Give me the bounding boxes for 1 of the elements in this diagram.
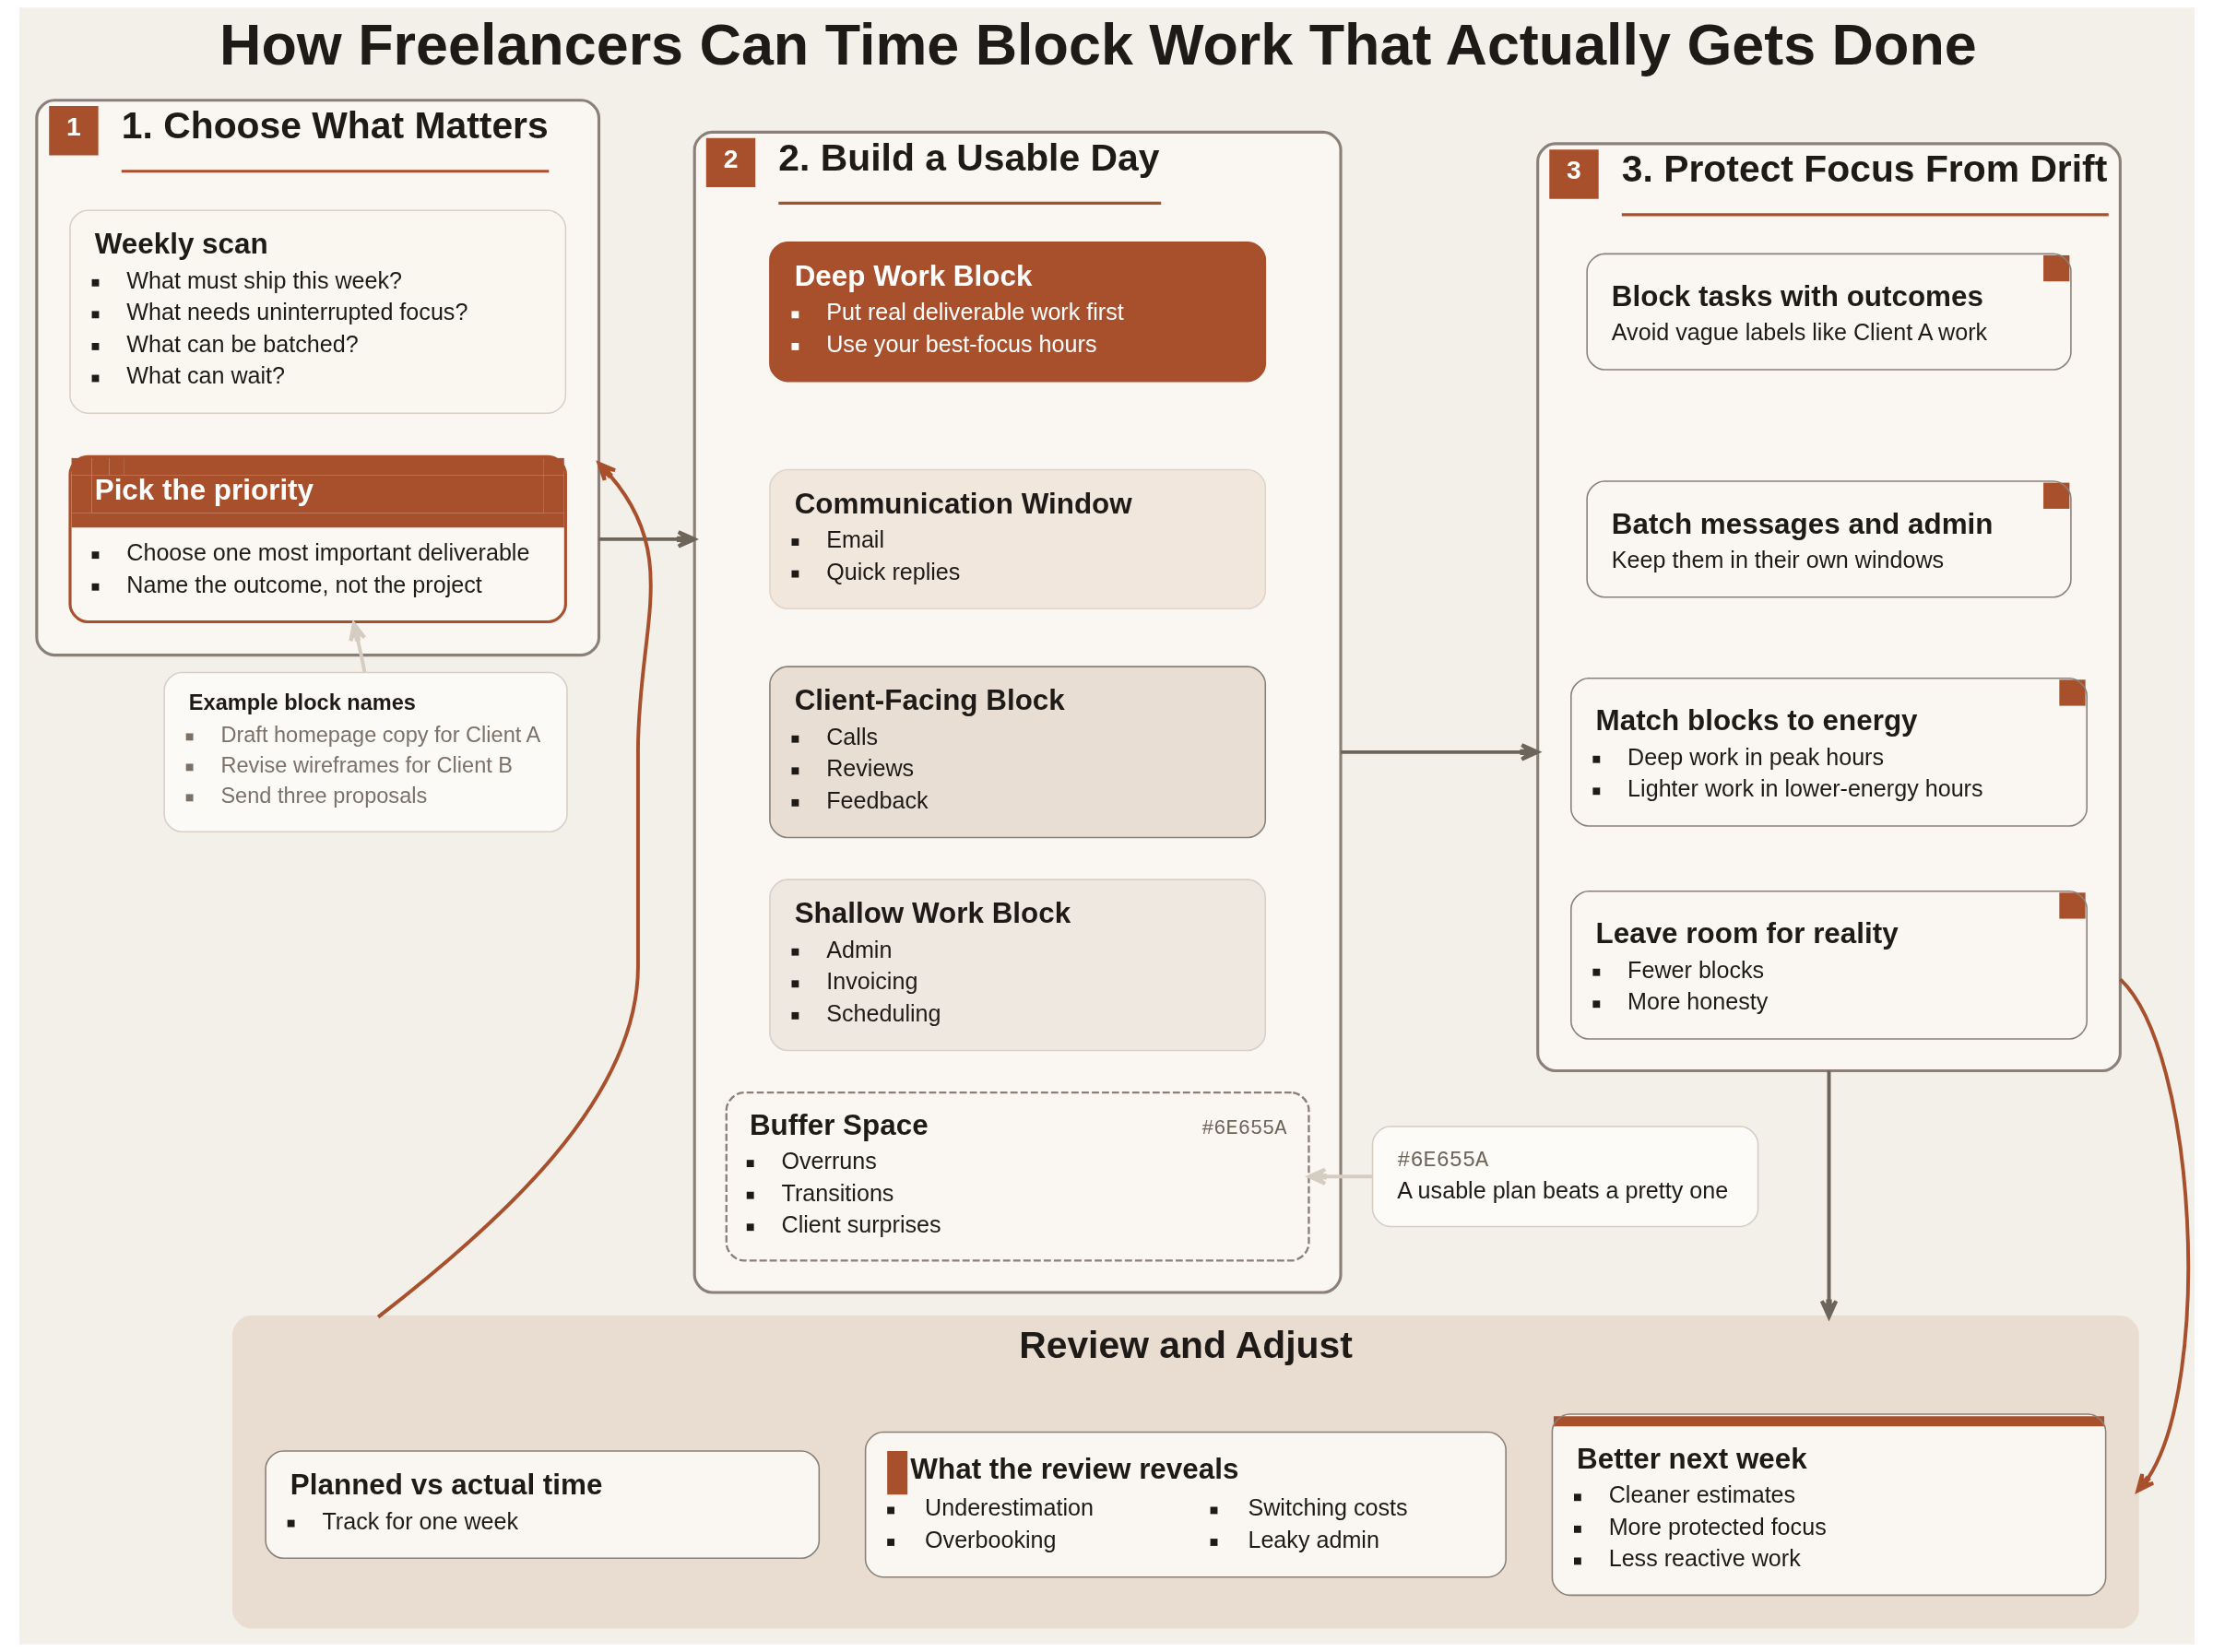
diagram-title: How Freelancers Can Time Block Work That Actually Gets Done (219, 11, 1977, 77)
